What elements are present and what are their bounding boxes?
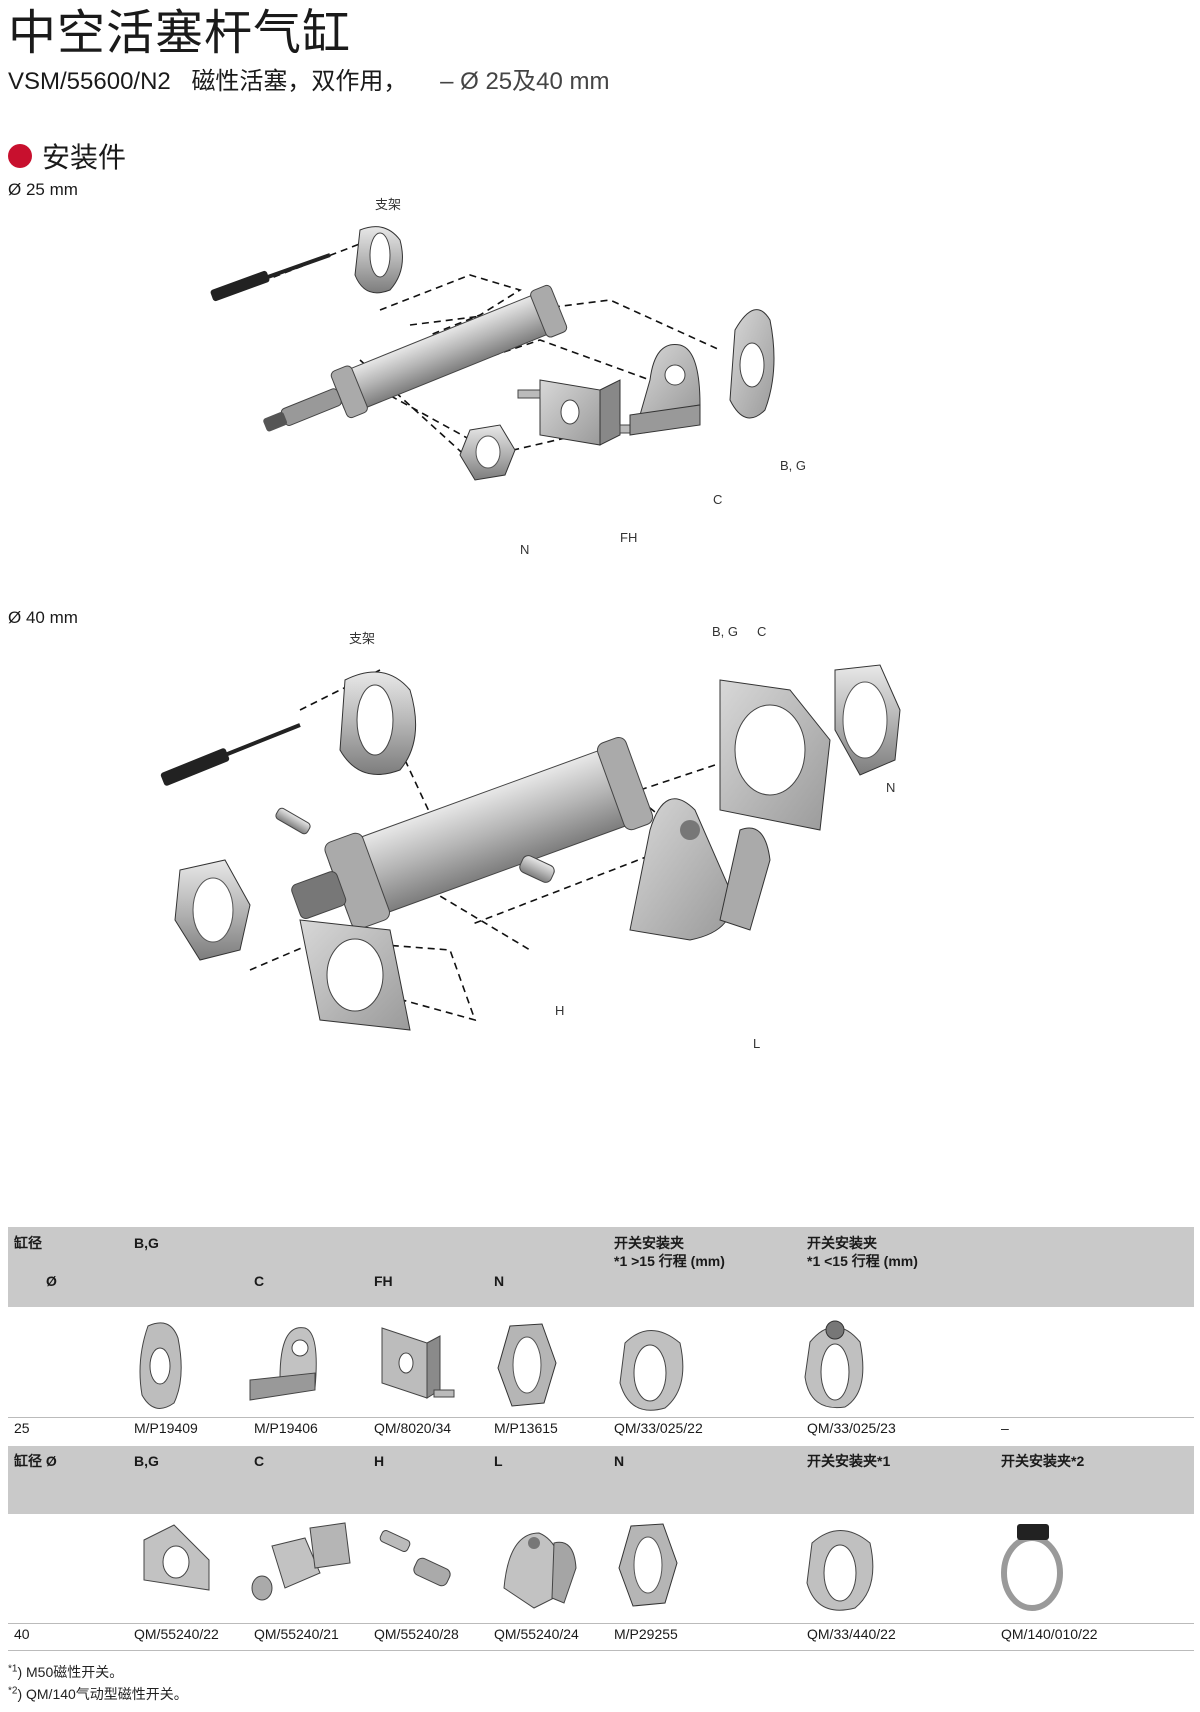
flange-fh-25 [517,379,645,446]
exploded-diagram-40: 支架 B, G C N H L [0,624,1200,1150]
td-l-40: QM/55240/24 [494,1626,579,1642]
model-description: 磁性活塞，双作用， [191,68,408,95]
bracket-clip-40 [339,671,417,775]
part-label-bracket-40: 支架 [349,631,376,646]
part-label-n: N [520,542,530,557]
th-c: C [254,1273,265,1289]
td-bg-25: M/P19409 [134,1420,198,1436]
section-title: 安装件 [42,142,127,173]
diagram-25-label: Ø 25 mm [8,180,78,199]
part-label-bracket: 支架 [375,197,402,212]
part-label-fh: FH [620,530,638,545]
flange-bg-25 [729,309,775,419]
thumb-bg-40 [143,1524,210,1591]
sensor-40 [160,723,301,786]
thumb-fh-25 [381,1327,455,1399]
td-clip2-40: QM/140/010/22 [1001,1626,1098,1642]
td-n-40: M/P29255 [614,1626,678,1642]
bracket-c-25 [629,343,701,436]
th-clip-gt15: 开关安装夹 *1 >15 行程 (mm) [614,1235,725,1269]
th-clip1-40: 开关安装夹*1 [807,1453,891,1469]
th-l-40: L [494,1453,503,1469]
td-bg-40: QM/55240/22 [134,1626,219,1642]
bracket-l-40 [629,798,771,941]
thumb-h-40 [379,1530,451,1587]
td-clip-gt15-25: QM/33/025/22 [614,1420,703,1436]
th-bg: B,G [134,1235,159,1251]
table40-row-divider [8,1623,1194,1624]
cylinder-40 [291,736,654,930]
td-fh-25: QM/8020/34 [374,1420,452,1436]
thumb-n-40 [618,1523,678,1607]
td-h-40: QM/55240/28 [374,1626,459,1642]
th-clip2-40: 开关安装夹*2 [1001,1453,1085,1469]
table25-row-divider [8,1417,1194,1418]
table25-header [8,1227,1194,1307]
thumb-bg-25 [139,1322,182,1409]
cylinder-25 [263,284,568,432]
thumb-c-40 [251,1522,351,1601]
footnote-1: *1) M50磁性开关。 [8,1662,123,1682]
nut-n-40 [834,664,901,776]
red-bullet-icon [8,144,32,168]
part-label-c-40: C [757,624,767,639]
th-bg-40: B,G [134,1453,159,1469]
thumb-clip1-40 [806,1530,874,1611]
td-extra-25: – [1001,1420,1009,1436]
th-bore: 缸径 [14,1235,42,1251]
exploded-diagram-25: 支架 B, G C FH N [0,197,1200,570]
thumb-n-25 [497,1323,557,1407]
bracket-clip-25 [354,226,403,294]
thumb-l-40 [503,1532,577,1609]
th-bore-40: 缸径 Ø [14,1453,57,1469]
section-heading: 安装件 [8,136,126,176]
nut-n-25 [459,424,516,481]
part-label-bg-40: B, G [712,624,739,639]
screw-40 [275,807,311,835]
th-clip-lt15: 开关安装夹 *1 <15 行程 (mm) [807,1235,918,1269]
thumb-clip2-40 [1001,1524,1063,1611]
page-subtitle: VSM/55600/N2 磁性活塞，双作用， – Ø 25及40 mm [8,66,610,98]
flange-40-bottom [299,919,411,1031]
td-c-25: M/P19406 [254,1420,318,1436]
table40-header [8,1446,1194,1514]
screw-h-40 [519,855,555,883]
thumb-clip-gt15-25 [619,1330,684,1411]
part-label-l-40: L [753,1036,761,1051]
table40-bottom-border [8,1650,1194,1651]
page-title: 中空活塞杆气缸 [8,7,352,60]
td-bore-25: 25 [14,1420,30,1436]
footnote-2-text: ) QM/140气动型磁性开关。 [17,1686,188,1702]
part-label-bg: B, G [780,458,807,473]
part-label-c: C [713,492,723,507]
th-n-40: N [614,1453,625,1469]
th-h-40: H [374,1453,385,1469]
flange-bg-c-40 [719,679,831,831]
td-c-40: QM/55240/21 [254,1626,339,1642]
td-n-25: M/P13615 [494,1420,558,1436]
sensor-25 [210,253,331,302]
td-clip1-40: QM/33/440/22 [807,1626,896,1642]
td-bore-40: 40 [14,1626,30,1642]
td-clip-lt15-25: QM/33/025/23 [807,1420,896,1436]
thumb-clip-lt15-25 [804,1320,864,1409]
model-number: VSM/55600/N2 [8,68,171,95]
footnote-1-text: ) M50磁性开关。 [17,1664,124,1680]
diagram-40-label: Ø 40 mm [8,608,78,627]
nut-40-left [174,859,251,961]
thumb-c-25 [249,1327,317,1401]
footnote-1-mark: *1 [8,1663,18,1675]
th-n: N [494,1273,505,1289]
th-c-40: C [254,1453,265,1469]
bore-sizes: – Ø 25及40 mm [440,68,610,95]
part-label-n-40: N [886,780,896,795]
footnote-2-mark: *2 [8,1685,18,1697]
th-fh: FH [374,1273,393,1289]
footnote-2: *2) QM/140气动型磁性开关。 [8,1684,188,1704]
part-label-h-40: H [555,1003,565,1018]
th-bore-symbol: Ø [46,1273,57,1289]
